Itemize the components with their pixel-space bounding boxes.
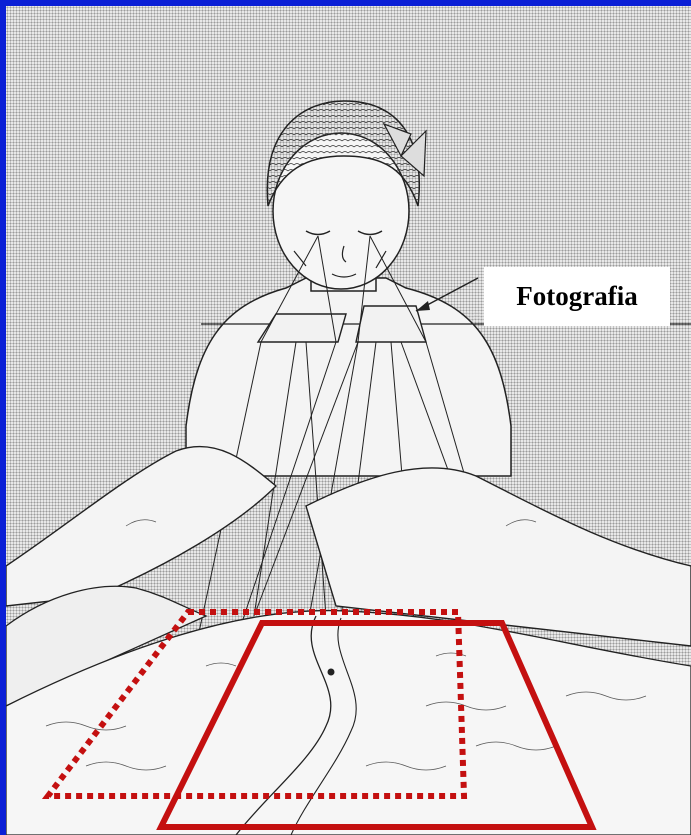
torso	[186, 278, 511, 476]
fotografia-label: Fotografia	[516, 281, 637, 312]
illustration-area: ▒▒▒▒▒▒▒▒▒▒▒▒▒▒▒▒▒▒▒▒ ▒▒▒▒▒▒▒▒▒▒▒▒▒▒▒▒▒▒▒…	[6, 6, 691, 835]
right-photo-plate	[356, 306, 426, 342]
person-viewing-landscape-illustration	[6, 6, 691, 835]
mountain-left	[6, 446, 276, 606]
fotografia-label-box: Fotografia	[484, 267, 670, 326]
focus-point	[328, 669, 335, 676]
